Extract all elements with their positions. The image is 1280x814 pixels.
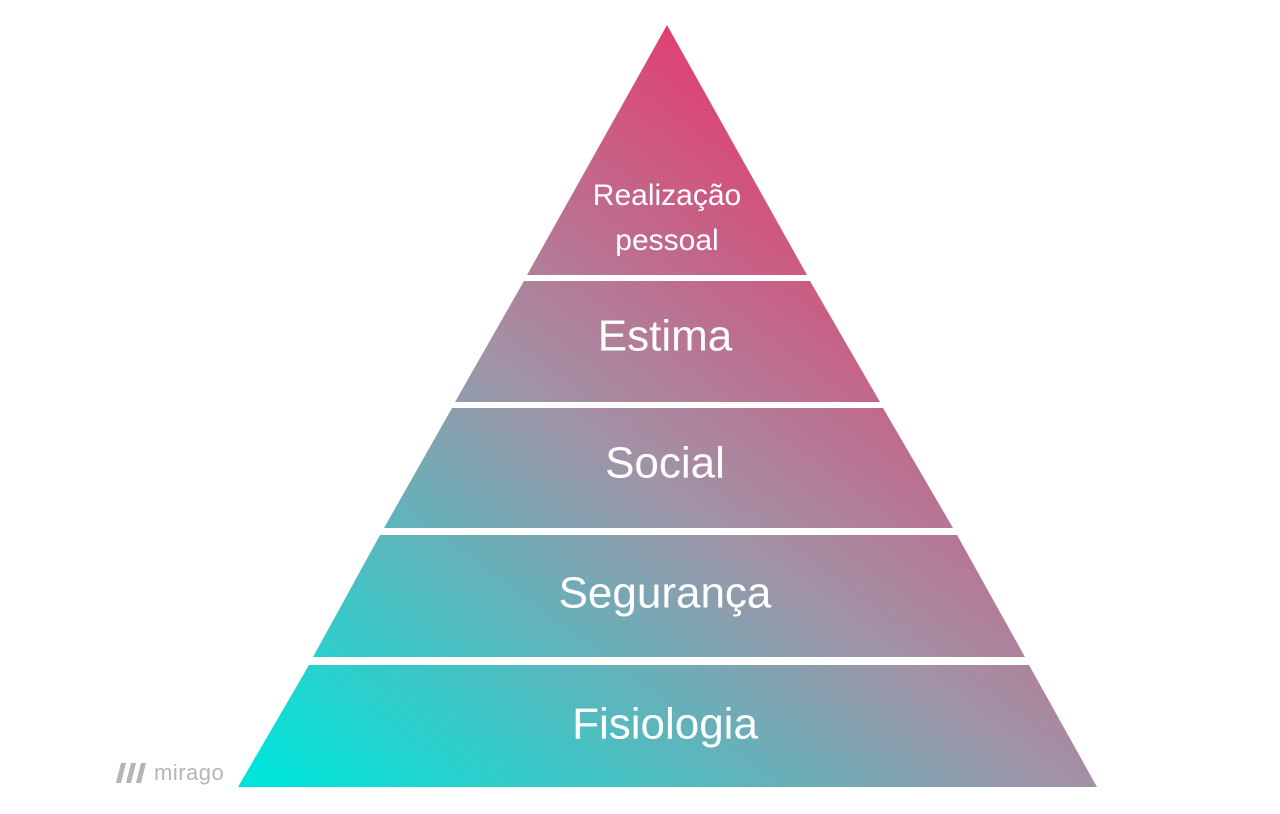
pyramid-level-2-shape <box>455 281 880 402</box>
level-2-label: Estima <box>598 312 733 361</box>
watermark-text: mirago <box>154 760 225 785</box>
pyramid-level-4-shape <box>313 535 1025 657</box>
pyramid-level-3-shape <box>384 408 953 528</box>
pyramid-level-safety: Segurança <box>313 535 1025 657</box>
pyramid-level-esteem: Estima <box>455 281 880 402</box>
pyramid-level-social: Social <box>384 408 953 528</box>
level-1-label-line-1: Realização <box>593 179 741 212</box>
watermark: mirago <box>114 760 224 786</box>
pyramid-level-5-shape <box>238 665 1097 787</box>
mirago-logo-icon <box>116 763 146 783</box>
pyramid-level-1-shape <box>527 25 807 275</box>
level-5-label: Fisiologia <box>572 700 758 749</box>
level-3-label: Social <box>605 439 725 488</box>
level-4-label: Segurança <box>559 569 772 618</box>
level-1-label-line-2: pessoal <box>615 224 718 257</box>
pyramid-level-self-actualization: Realização pessoal <box>527 25 807 275</box>
pyramid-level-physiological: Fisiologia <box>238 665 1097 787</box>
